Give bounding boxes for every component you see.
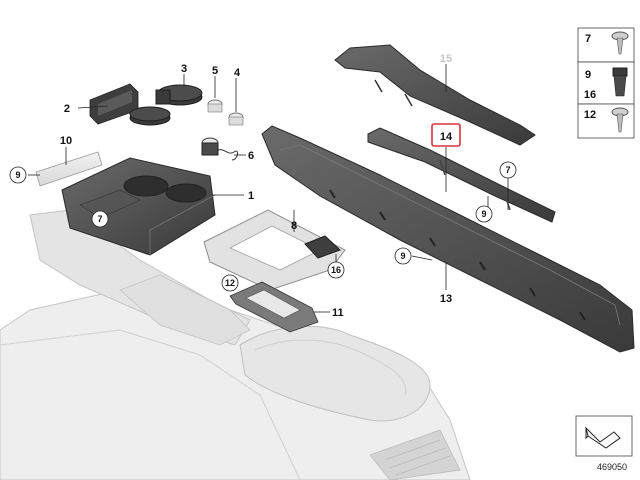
screw-icon [611,31,629,55]
label-part-14: 14 [440,131,453,143]
svg-text:12: 12 [225,278,235,288]
part-inserts [129,84,203,126]
callout-7-left: 7 [91,210,109,228]
legend-row-2-label-a: 9 [585,69,591,81]
label-part-14-highlight: 14 [431,123,461,147]
part-upper-trim [334,44,536,146]
label-part-6: 6 [248,150,254,162]
center-console [0,209,471,480]
callout-7-right: 7 [499,161,517,179]
label-part-5: 5 [212,65,218,77]
label-part-11: 11 [332,307,344,319]
label-part-8: 8 [291,220,297,232]
svg-text:9: 9 [400,251,405,261]
part-long-trim [261,125,635,353]
svg-text:7: 7 [505,165,510,175]
part-grommets [207,99,244,126]
part-cup-holder [61,157,216,256]
label-part-13: 13 [440,293,452,305]
label-part-15: 15 [440,53,452,65]
diagram-number: 469050 [597,462,627,472]
svg-text:7: 7 [97,214,102,224]
svg-text:9: 9 [15,170,20,180]
label-part-2: 2 [64,103,70,115]
callout-9-left: 9 [9,166,27,184]
legend-row-3-label: 12 [584,109,596,121]
svg-text:16: 16 [331,265,341,275]
part-lower-frame [229,281,319,333]
callout-12: 12 [221,274,239,292]
part-trim-frame [203,209,346,291]
label-part-3: 3 [181,63,187,75]
part-strip [35,151,103,187]
svg-text:9: 9 [481,209,486,219]
label-part-4: 4 [234,67,241,79]
callout-9-center: 9 [394,247,412,265]
fastener-legend: 7 9 16 12 [577,27,635,139]
part-socket [201,137,239,161]
label-part-10: 10 [60,135,72,147]
label-part-1: 1 [248,190,254,202]
callout-16: 16 [327,261,345,279]
reference-box [575,415,633,457]
clip-icon [612,67,628,97]
legend-row-2-label-b: 16 [584,89,596,101]
legend-row-1-label: 7 [585,33,591,45]
screw-icon-2 [611,107,629,133]
callout-9-right: 9 [475,205,493,223]
